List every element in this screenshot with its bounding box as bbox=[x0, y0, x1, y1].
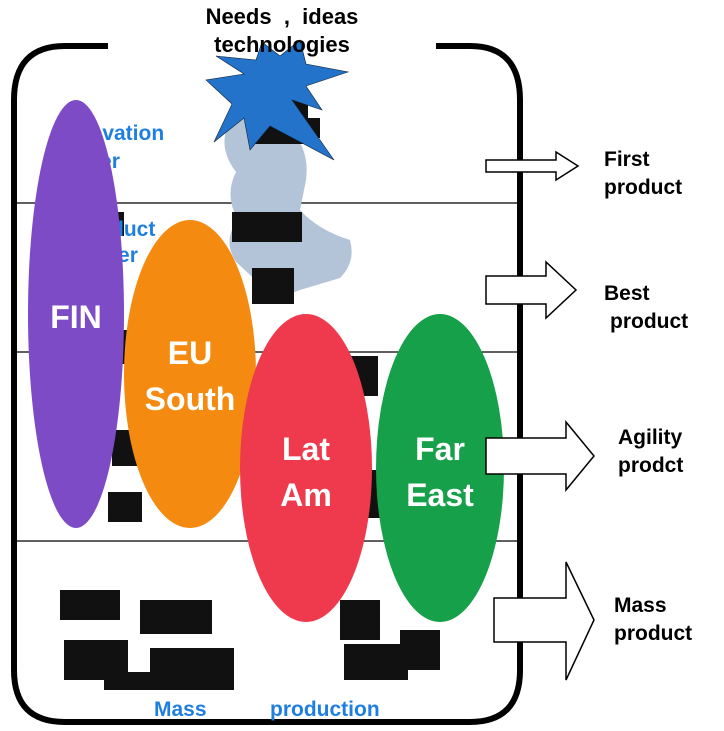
output-best-product-line-1: Best bbox=[604, 282, 650, 305]
ellipse-lat-am: Lat Am bbox=[240, 314, 372, 622]
ellipse-lat-am-shape bbox=[240, 314, 372, 622]
ellipse-eu-south: EU South bbox=[124, 220, 256, 528]
ideas-burst-icon bbox=[205, 39, 350, 161]
ellipse-eu-south-label-1: EU bbox=[168, 335, 212, 371]
output-agility-product-line-2: prodct bbox=[618, 454, 683, 477]
factory-silhouettes bbox=[60, 96, 440, 690]
arrow-mass-product-icon bbox=[493, 561, 595, 681]
ellipse-fin-label: FIN bbox=[50, 299, 102, 335]
ellipse-far-east-label-1: Far bbox=[415, 431, 465, 467]
output-mass-product-line-2: product bbox=[614, 622, 692, 645]
ellipse-lat-am-label-2: Am bbox=[280, 477, 332, 513]
ellipse-eu-south-shape bbox=[124, 220, 256, 528]
ellipse-far-east-label-2: East bbox=[406, 477, 474, 513]
map-silhouette bbox=[224, 104, 352, 295]
output-first-product-line-2: product bbox=[604, 176, 682, 199]
footer-label-production: production bbox=[270, 698, 380, 721]
output-agility-product-line-1: Agility bbox=[618, 426, 682, 449]
arrow-first-product-icon bbox=[485, 150, 580, 182]
ellipse-fin-shape bbox=[28, 100, 124, 528]
header-line-1: Needs , ideas bbox=[206, 4, 359, 29]
ellipse-far-east: Far East bbox=[376, 314, 504, 622]
header-line-2: technologies bbox=[214, 32, 350, 57]
output-mass-product-line-1: Mass bbox=[614, 594, 667, 617]
output-best-product-line-2: product bbox=[610, 310, 688, 333]
ellipse-eu-south-label-2: South bbox=[145, 381, 236, 417]
ellipse-far-east-shape bbox=[376, 314, 504, 622]
ellipse-lat-am-label-1: Lat bbox=[282, 431, 330, 467]
arrow-agility-product-icon bbox=[485, 419, 595, 493]
funnel-container bbox=[11, 43, 523, 725]
output-first-product-line-1: First bbox=[604, 148, 650, 171]
ellipse-fin: FIN bbox=[28, 100, 124, 528]
arrow-best-product-icon bbox=[485, 260, 578, 320]
footer-label-mass: Mass bbox=[154, 698, 207, 721]
